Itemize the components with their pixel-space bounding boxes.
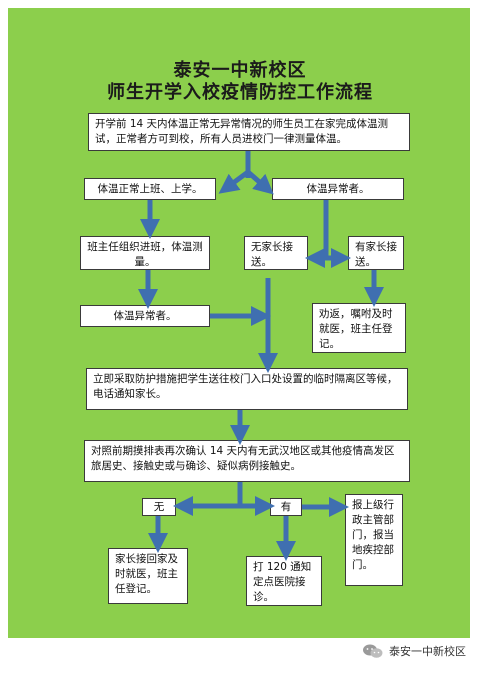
box-check: 对照前期摸排表再次确认 14 天内有无武汉地区或其他疫情高发区旅居史、接触史或与… bbox=[84, 440, 410, 482]
title-line-1: 泰安一中新校区 bbox=[173, 60, 307, 81]
box-parent-pickup: 家长接回家及时就医，班主任登记。 bbox=[108, 548, 188, 604]
box-report: 报上级行政主管部门，报当地疾控部门。 bbox=[345, 494, 403, 586]
box-has-parent: 有家长接送。 bbox=[348, 236, 404, 270]
footer-account: 泰安一中新校区 bbox=[362, 643, 466, 659]
box-temp-abnormal: 体温异常者。 bbox=[272, 178, 404, 200]
box-isolate: 立即采取防护措施把学生送往校门入口处设置的临时隔离区等候，电话通知家长。 bbox=[86, 368, 408, 410]
footer-account-name: 泰安一中新校区 bbox=[389, 645, 466, 658]
box-temp-normal: 体温正常上班、上学。 bbox=[84, 178, 216, 200]
title-line-2: 师生开学入校疫情防控工作流程 bbox=[107, 82, 373, 103]
box-no-parent: 无家长接送。 bbox=[244, 236, 308, 270]
arrow-split-left bbox=[218, 169, 250, 194]
box-call-120: 打 120 通知定点医院接诊。 bbox=[246, 556, 322, 606]
wechat-icon bbox=[363, 644, 383, 658]
box-class-teacher: 班主任组织进班，体温测量。 bbox=[80, 236, 210, 270]
arrow-split-right bbox=[246, 170, 274, 195]
box-persuade: 劝返，嘱咐及时就医，班主任登记。 bbox=[312, 303, 406, 353]
box-start: 开学前 14 天内体温正常无异常情况的师生员工在家完成体温测试，正常者方可到校，… bbox=[88, 113, 410, 151]
